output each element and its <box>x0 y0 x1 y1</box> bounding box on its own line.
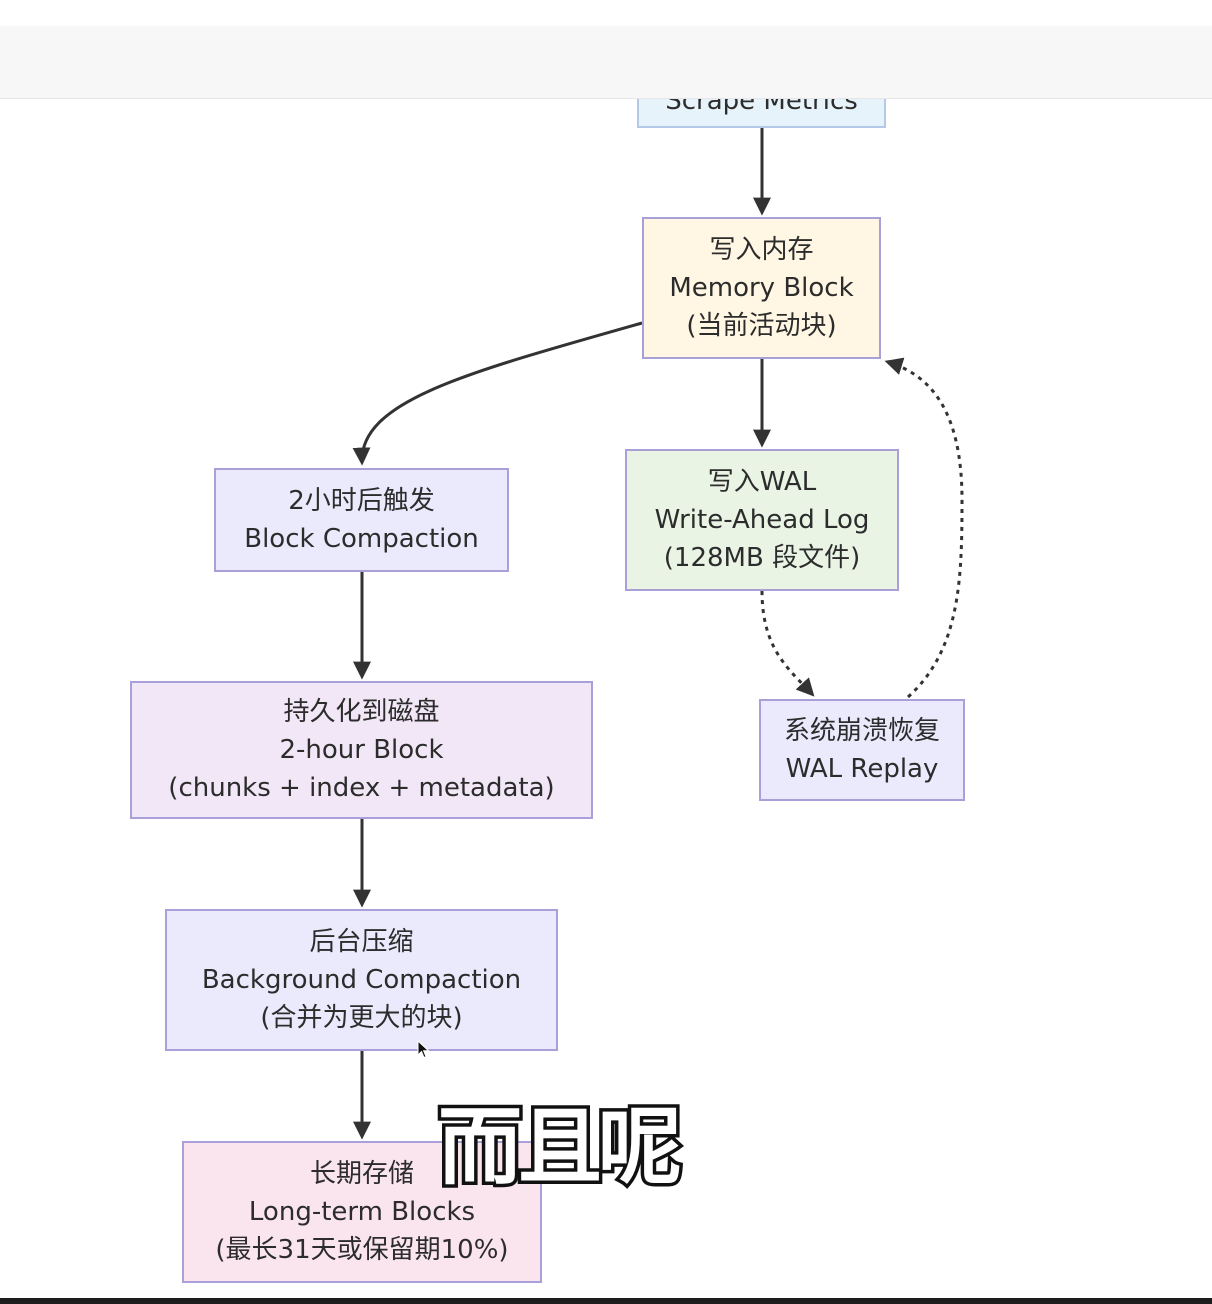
node-bgcompact-line-1: 后台压缩 <box>309 927 414 957</box>
node-wal-line-2: Write-Ahead Log <box>654 505 870 535</box>
node-persist-line-3: (chunks + index + metadata) <box>168 773 555 803</box>
node-background-compaction[interactable]: 后台压缩 Background Compaction (合并为更大的块) <box>165 909 558 1051</box>
node-persist-line-2: 2-hour Block <box>279 735 444 765</box>
node-long-term-blocks[interactable]: 长期存储 Long-term Blocks (最长31天或保留期10%) <box>182 1141 542 1283</box>
node-memory-block[interactable]: 写入内存 Memory Block (当前活动块) <box>642 217 881 359</box>
mouse-cursor-icon <box>417 1040 430 1059</box>
edge-memory-to-trigger <box>352 321 643 466</box>
node-recover-line-2: WAL Replay <box>785 754 939 784</box>
node-trigger-line-1: 2小时后触发 <box>288 486 435 516</box>
node-persist-to-disk[interactable]: 持久化到磁盘 2-hour Block (chunks + index + me… <box>130 681 593 819</box>
bottom-edge <box>0 1298 1212 1304</box>
video-subtitle: 而且呢 <box>434 1095 685 1200</box>
node-wal-replay[interactable]: 系统崩溃恢复 WAL Replay <box>759 699 965 801</box>
edge-wal-to-recover <box>760 590 815 697</box>
node-block-compaction-trigger[interactable]: 2小时后触发 Block Compaction <box>214 468 509 572</box>
node-persist-line-1: 持久化到磁盘 <box>283 697 440 727</box>
node-wal-line-1: 写入WAL <box>707 467 817 497</box>
node-longterm-line-1: 长期存储 <box>309 1159 414 1189</box>
node-wal-line-3: (128MB 段文件) <box>663 543 861 573</box>
node-memory-line-2: Memory Block <box>669 273 854 303</box>
node-longterm-line-2: Long-term Blocks <box>248 1197 476 1227</box>
node-recover-line-1: 系统崩溃恢复 <box>783 716 940 746</box>
node-memory-line-1: 写入内存 <box>709 235 814 265</box>
top-strip <box>0 0 1212 26</box>
node-bgcompact-line-3: (合并为更大的块) <box>260 1003 463 1033</box>
node-memory-line-3: (当前活动块) <box>686 311 837 341</box>
edge-recover-to-memory <box>884 357 964 699</box>
node-trigger-line-2: Block Compaction <box>244 524 479 554</box>
top-toolbar <box>0 0 1212 99</box>
node-write-ahead-log[interactable]: 写入WAL Write-Ahead Log (128MB 段文件) <box>625 449 899 591</box>
node-bgcompact-line-2: Background Compaction <box>201 965 522 995</box>
node-longterm-line-3: (最长31天或保留期10%) <box>215 1235 509 1265</box>
